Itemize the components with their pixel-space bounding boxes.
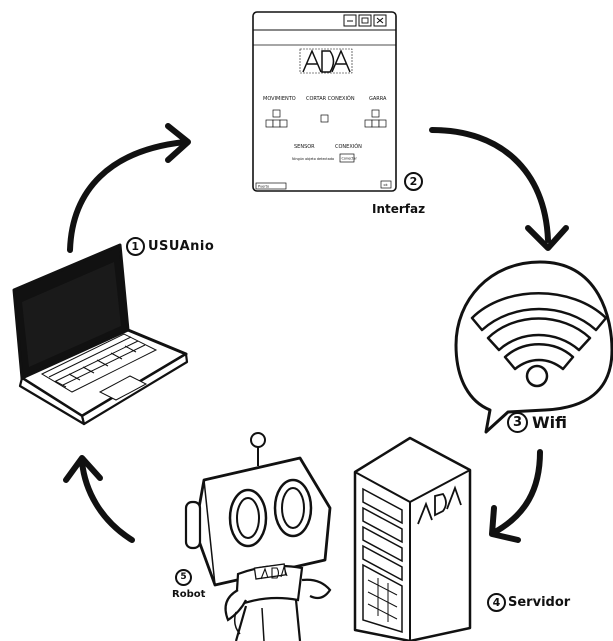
interface-logo: [299, 48, 353, 74]
step-2-number-badge: 2: [404, 172, 423, 191]
step-5-number-badge: 5: [175, 569, 192, 586]
interface-window: MOVIMIENTO CORTAR CONEXIÓN GARRA SENSOR …: [252, 11, 397, 192]
wifi-bubble: [454, 260, 613, 434]
step-2-text: Interfaz: [372, 202, 426, 216]
step-3-number-badge: 3: [507, 412, 528, 433]
step-1-text: USUAnio: [148, 239, 215, 254]
port-select: [255, 182, 287, 190]
server-logo: [417, 485, 462, 525]
ok-button: [380, 180, 392, 189]
sensor-value: Ningún objeto detectado: [292, 157, 334, 161]
arrow-wifi-to-server: [489, 449, 543, 543]
arrow-interface-to-wifi: [429, 127, 569, 251]
robot-illustration: [184, 432, 332, 641]
section-connection: CONEXIÓN: [335, 143, 362, 150]
cut-connection-key: [320, 114, 329, 123]
step-4-number-badge: 4: [487, 593, 506, 612]
arrow-laptop-to-interface: [67, 123, 191, 253]
step-1-number-badge: 1: [126, 237, 145, 256]
step-5-text: Robot: [172, 589, 206, 600]
arrow-robot-to-laptop: [63, 455, 135, 543]
section-cut-connection: CORTAR CONEXIÓN: [306, 95, 355, 102]
section-movement: MOVIMIENTO: [263, 96, 296, 102]
port-select-label: Puerto: [258, 185, 269, 189]
step-3-text: Wifi: [532, 413, 567, 432]
connect-button-label: Conectar: [342, 157, 358, 161]
movement-keypad: [265, 109, 288, 128]
claw-keypad: [364, 109, 387, 128]
wifi-icon: [470, 292, 608, 388]
ok-button-label: ok: [384, 183, 388, 187]
step-4-text: Servidor: [508, 595, 571, 610]
section-sensor: SENSOR: [294, 144, 315, 150]
server-illustration: [353, 436, 472, 641]
connect-button: [339, 153, 355, 163]
window-controls: [343, 14, 387, 27]
section-claw: GARRA: [369, 96, 387, 102]
laptop-illustration: [12, 243, 189, 426]
